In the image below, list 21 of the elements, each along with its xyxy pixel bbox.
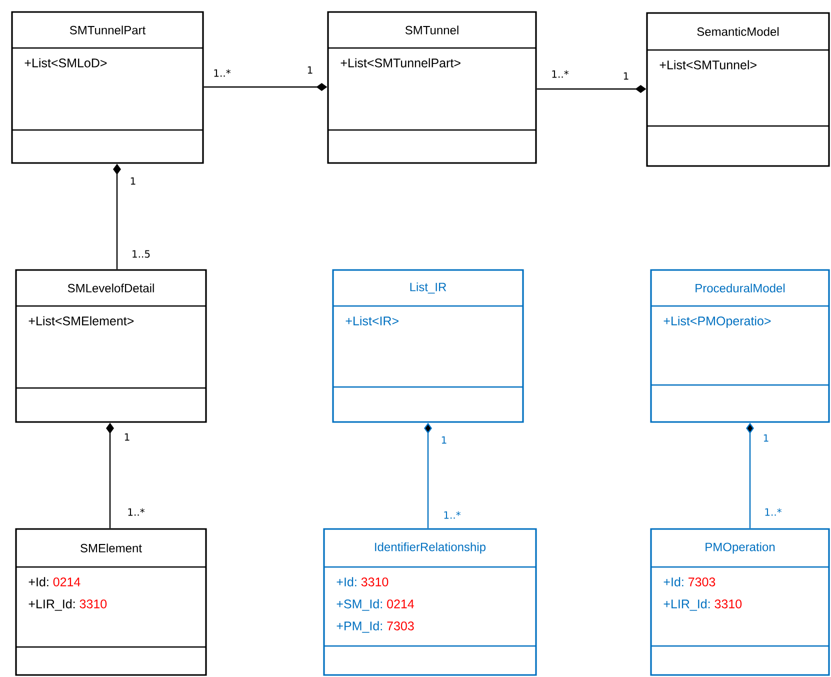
multiplicity-label: 1..* (444, 511, 461, 519)
multiplicity-label: 1..* (765, 508, 782, 516)
multiplicity-label: 1..5 (132, 250, 150, 258)
class-box: ProceduralModel +List<PMOperatio> (650, 269, 830, 423)
class-box: SMElement +Id: 0214 +LIR_Id: 3310 (15, 528, 207, 676)
multiplicity-label: 1..* (552, 70, 569, 78)
multiplicity-label: 1..* (128, 508, 145, 516)
multiplicity-label: 1..* (214, 69, 231, 77)
multiplicity-label: 1 (124, 433, 130, 441)
class-box: List_IR +List<IR> (332, 269, 524, 423)
class-box: PMOperation +Id: 7303 +LIR_Id: 3310 (650, 528, 830, 676)
multiplicity-label: 1 (624, 72, 628, 80)
class-box: SMTunnel +List<SMTunnelPart> (327, 11, 537, 164)
multiplicity-label: 1 (764, 434, 768, 442)
class-box: SMLevelofDetail +List<SMElement> (15, 269, 207, 423)
multiplicity-label: 1 (442, 436, 446, 444)
multiplicity-label: 1 (308, 66, 312, 74)
class-box: SMTunnelPart +List<SMLoD> (11, 11, 204, 164)
class-box: SemanticModel +List<SMTunnel> (646, 12, 830, 167)
multiplicity-label: 1 (130, 177, 136, 185)
class-box: IdentifierRelationship +Id: 3310 +SM_Id: 0214 +PM_Id: 7303 (323, 528, 537, 676)
